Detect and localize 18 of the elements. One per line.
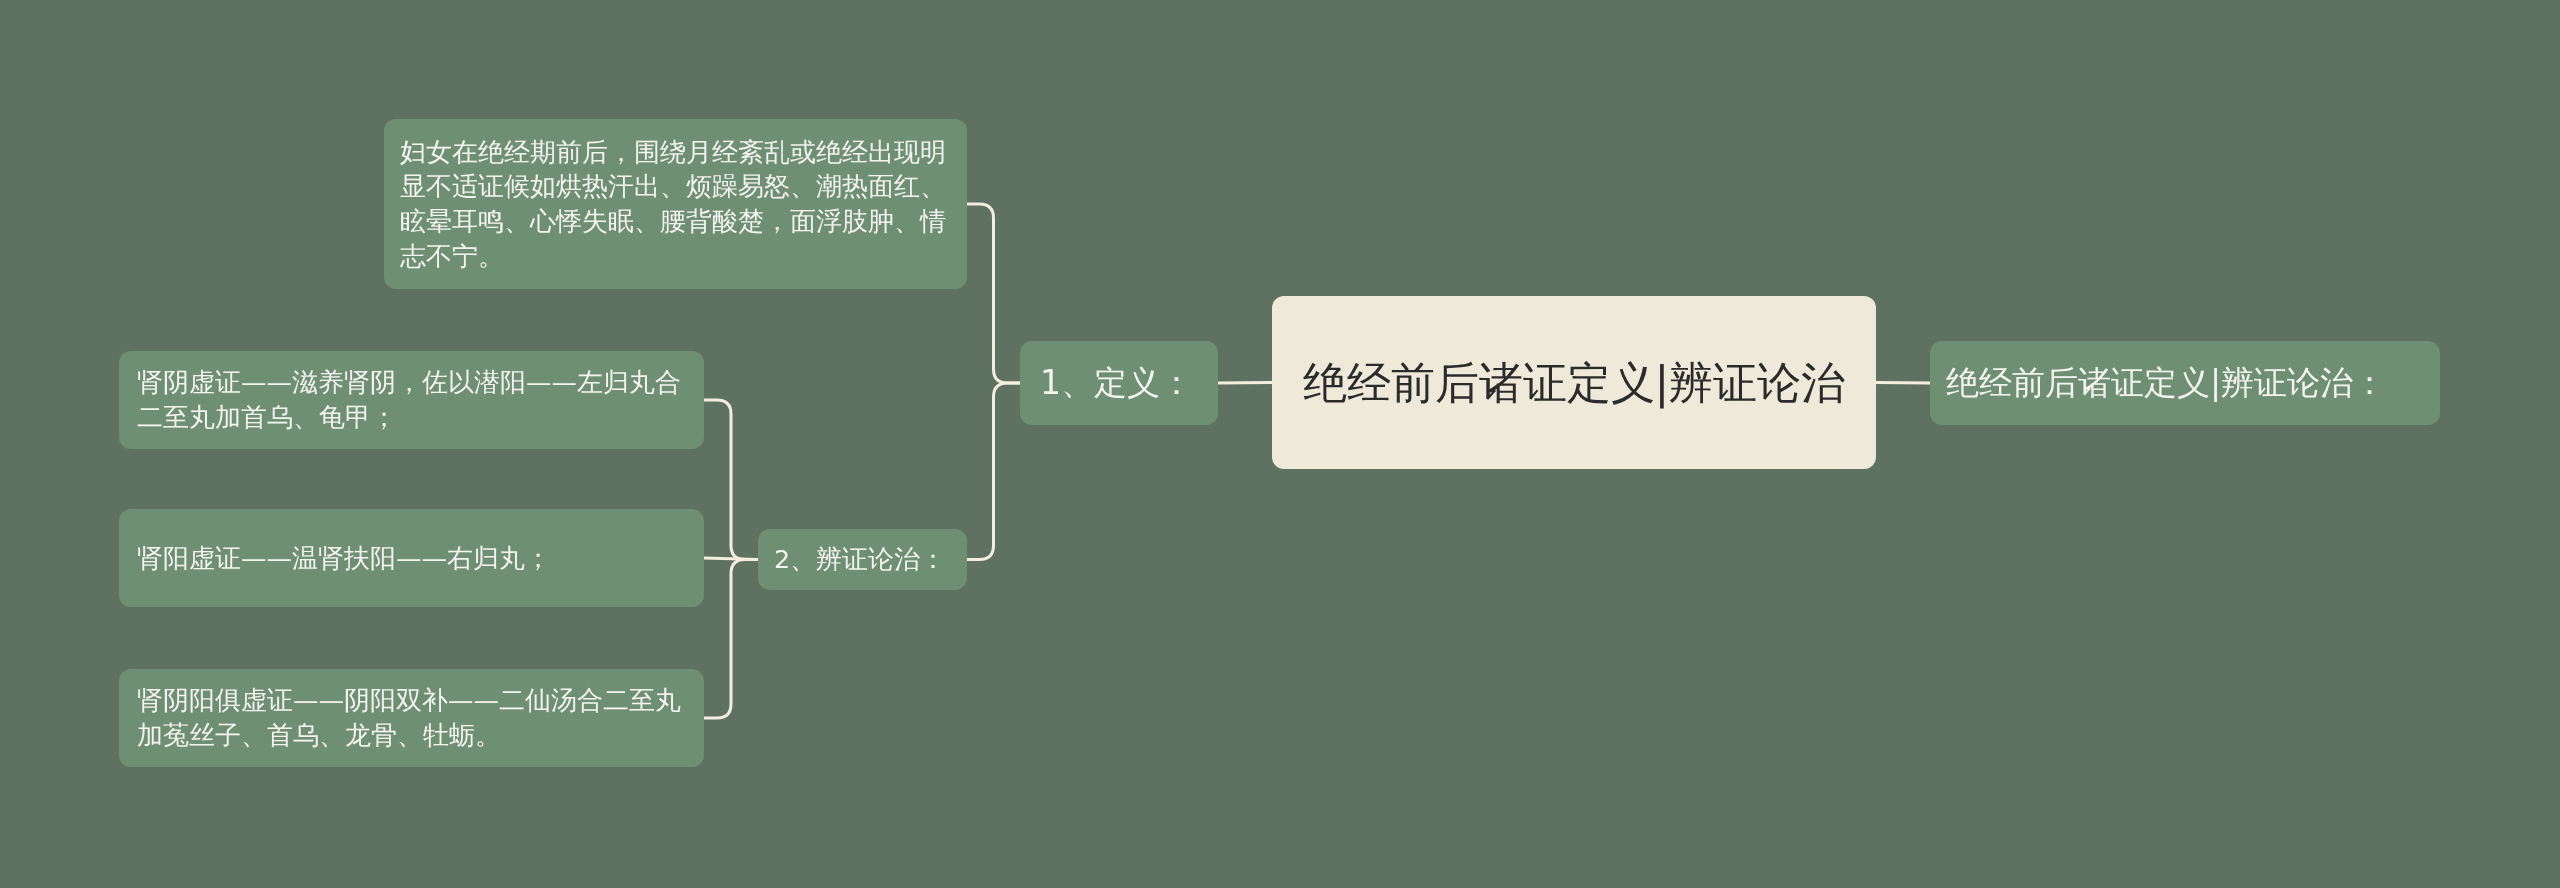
leaf-box (119, 669, 704, 767)
leaf-box (119, 351, 704, 449)
leaf-box (384, 119, 967, 289)
leaf-box (119, 509, 704, 607)
branch-box (1930, 341, 2440, 425)
central-topic-box (1272, 296, 1876, 469)
connector-line (1876, 381, 1930, 385)
node-text: 肾阳虚证——温肾扶阳——右归丸； (137, 541, 551, 575)
node-text: 2、辨证论治： (774, 543, 947, 577)
node-text: 绝经前后诸证定义|辨证论治： (1946, 361, 2387, 404)
node-text: 绝经前后诸证定义|辨证论治 (1302, 355, 1846, 411)
connector-line (1218, 381, 1272, 385)
branch-box (758, 529, 967, 590)
node-text: 肾阴阳俱虚证——阴阳双补——二仙汤合二至丸加菟丝子、首乌、龙骨、牡蛎。 (137, 684, 682, 752)
node-text: 妇女在绝经期前后，围绕月经紊乱或绝经出现明显不适证候如烘热汗出、烦躁易怒、潮热面红、眩晕耳鸣、心悸失眠、腰背酸楚，面浮肢肿、情志不宁。 (400, 135, 947, 273)
node-text: 肾阴虚证——滋养肾阴，佐以潜阳——左归丸合二至丸加首乌、龟甲； (137, 366, 682, 434)
branch-box (1020, 341, 1218, 425)
node-text: 1、定义： (1040, 361, 1193, 404)
